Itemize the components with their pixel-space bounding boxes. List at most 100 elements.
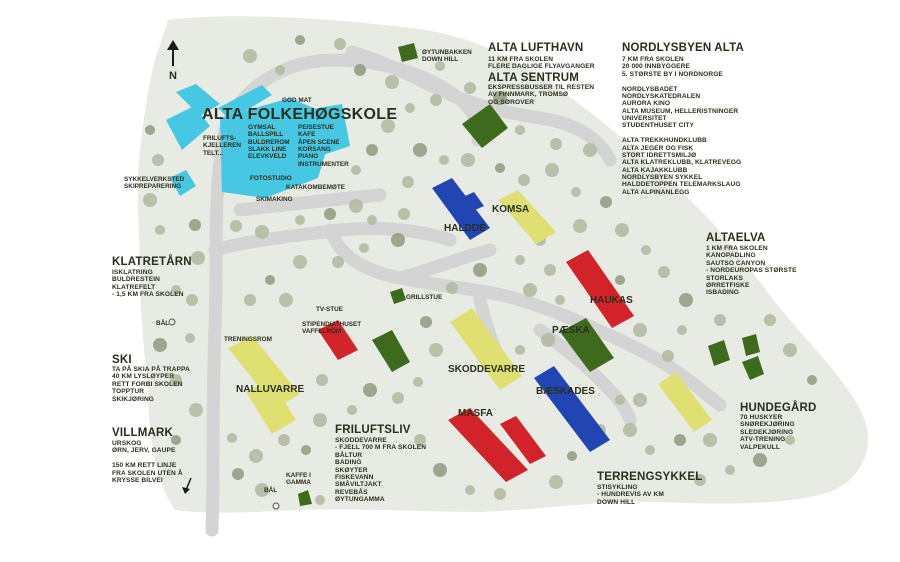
tree-icon — [494, 488, 506, 500]
tree-icon — [293, 255, 307, 269]
tree-icon — [414, 434, 426, 446]
tree-icon — [351, 165, 361, 175]
tree-icon — [515, 255, 525, 265]
tree-icon — [541, 333, 555, 347]
tree-icon — [227, 433, 237, 443]
tree-icon — [783, 343, 797, 357]
tree-icon — [674, 434, 686, 446]
tree-icon — [186, 294, 198, 306]
oytunbakken-label: ØYTUNBAKKEN DOWN HILL — [422, 49, 472, 64]
fotostudio-label: FOTOSTUDIO — [250, 175, 292, 182]
tree-icon — [189, 219, 201, 231]
tree-icon — [391, 233, 405, 247]
tree-icon — [295, 215, 305, 225]
tree-icon — [185, 333, 195, 343]
blue-buildings — [432, 178, 610, 452]
school-title: ALTA FOLKEHØGSKOLE — [202, 106, 398, 123]
tree-icon — [567, 451, 577, 461]
hundegard-title: HUNDEGÅRD — [740, 402, 817, 414]
school-activities-left: GYMSAL BALLSPILL BULDREROM SLAKK LINE EL… — [248, 124, 290, 161]
tree-icon — [465, 485, 475, 495]
tree-icon — [354, 64, 366, 76]
friluftsliv-body: SKODDEVARRE - FJELL 700 M FRA SKOLEN BÅL… — [335, 437, 427, 503]
tree-icon — [392, 392, 404, 404]
tree-icon — [349, 199, 363, 213]
tree-icon — [359, 243, 369, 253]
tree-icon — [265, 275, 275, 285]
tree-icon — [243, 49, 257, 63]
tree-icon — [600, 196, 612, 208]
tree-icon — [363, 383, 377, 397]
tree-icon — [662, 350, 674, 362]
tree-icon — [549, 475, 563, 489]
tree-icon — [405, 103, 415, 113]
tree-icon — [658, 266, 670, 278]
tree-icon — [244, 294, 256, 306]
building-skoddevarre: SKODDEVARRE — [448, 364, 526, 375]
villmark-body: URSKOG ØRN, JERV, GAUPE 150 KM RETT LINJ… — [112, 440, 183, 484]
tree-icon — [367, 215, 377, 225]
tree-icon — [249, 449, 263, 463]
tree-icon — [544, 264, 556, 276]
villmark-title: VILLMARK — [112, 427, 174, 439]
alta-lufthavn-title: ALTA LUFTHAVN — [488, 42, 584, 54]
tree-icon — [753, 453, 767, 467]
tree-icon — [615, 395, 625, 405]
tree-icon — [545, 163, 559, 177]
tree-icon — [153, 338, 167, 352]
tree-icon — [347, 405, 357, 415]
tree-icon — [385, 75, 399, 89]
building-nalluvarre: NALLUVARRE — [236, 384, 305, 395]
building-baeskades: BÆSKADES — [536, 386, 595, 397]
tree-icon — [143, 193, 157, 207]
tree-icon — [473, 263, 487, 277]
tree-icon — [402, 176, 414, 188]
tree-icon — [316, 374, 328, 386]
north-arrow-icon — [167, 40, 179, 66]
campfire-icon — [272, 502, 280, 510]
tree-icon — [493, 91, 507, 105]
bal-label: BÅL — [264, 487, 278, 494]
tree-icon — [170, 374, 182, 386]
tree-icon — [807, 375, 817, 385]
building-haukas: HAUKAS — [590, 295, 633, 306]
god-mat-label: GOD MAT — [282, 97, 312, 104]
tree-icon — [523, 283, 537, 297]
green-buildings — [298, 43, 764, 506]
tree-icon — [189, 403, 203, 417]
treningsrom-label: TRENINGSROM — [224, 336, 272, 343]
tree-icon — [430, 94, 442, 106]
tree-icon — [334, 38, 346, 50]
tv-stue-label: TV-STUE — [316, 306, 343, 313]
tree-icon — [279, 293, 293, 307]
tree-icon — [155, 225, 165, 235]
tree-icon — [429, 343, 443, 357]
kaffe-gamma-label: KAFFE I GAMMA — [286, 472, 311, 487]
tree-icon — [420, 316, 432, 328]
tree-icon — [439, 155, 449, 165]
tree-icon — [275, 65, 285, 75]
tree-icon — [677, 325, 687, 335]
campfire-icon — [168, 318, 176, 326]
tree-icon — [255, 225, 269, 239]
tree-icon — [555, 295, 565, 305]
hundegard-body: 70 HUSKYER SNØREKJØRING SLEDEKJØRING ATV… — [740, 414, 795, 451]
tree-icon — [714, 314, 726, 326]
tree-icon — [255, 483, 269, 497]
tree-icon — [515, 125, 525, 135]
building-haldde: HALDDE — [444, 223, 486, 234]
tree-icon — [764, 314, 776, 326]
tree-icon — [230, 220, 242, 232]
tree-icon — [518, 174, 530, 186]
tree-icon — [446, 282, 458, 294]
friluftsliv-title: FRILUFTSLIV — [335, 424, 411, 436]
tree-icon — [301, 445, 311, 455]
tree-icon — [615, 275, 625, 285]
terrengsykkel-title: TERRENGSYKKEL — [597, 471, 703, 483]
tree-icon — [324, 208, 336, 220]
klatretarn-title: KLATRETÅRN — [112, 256, 192, 268]
tree-icon — [171, 435, 181, 445]
tree-icon — [315, 495, 325, 505]
